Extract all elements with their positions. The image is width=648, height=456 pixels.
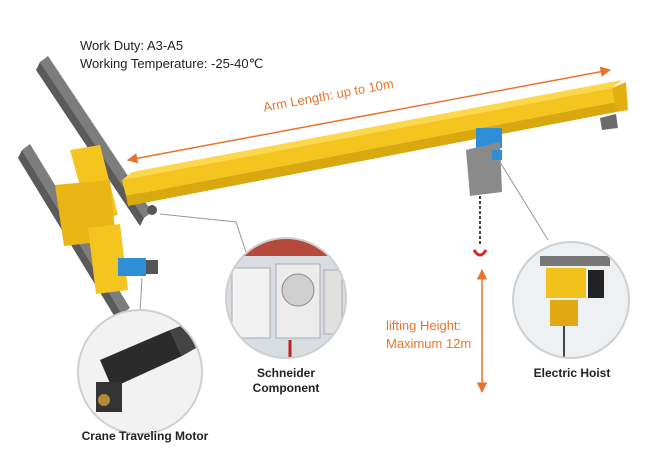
travel-motor-caption: Crane Traveling Motor bbox=[81, 429, 209, 443]
motor-inset bbox=[78, 310, 202, 434]
hoist-leader bbox=[499, 161, 549, 241]
working-temperature-text: Working Temperature: -25-40℃ bbox=[80, 56, 264, 71]
schneider-caption-line2: Component bbox=[252, 381, 320, 395]
end-carriage-frame bbox=[55, 145, 128, 294]
lifting-height-label-line2: Maximum 12m bbox=[386, 336, 472, 351]
work-duty-text: Work Duty: A3-A5 bbox=[80, 38, 184, 53]
hook-chain bbox=[472, 196, 488, 257]
electric-hoist-caption: Electric Hoist bbox=[533, 366, 611, 380]
schneider-caption-line1: Schneider bbox=[256, 366, 316, 380]
motor-leader bbox=[139, 277, 143, 313]
schneider-inset bbox=[226, 238, 346, 358]
travel-motor-unit bbox=[118, 205, 158, 276]
schneider-leader bbox=[159, 213, 247, 253]
upper-runway-rail bbox=[36, 56, 152, 226]
lifting-height-label-line1: lifting Height: bbox=[386, 318, 462, 333]
schneider-caption: Schneider Component bbox=[246, 366, 326, 396]
arm-length-arrow bbox=[126, 66, 612, 164]
hoist-inset bbox=[513, 242, 629, 358]
main-beam bbox=[122, 80, 628, 206]
